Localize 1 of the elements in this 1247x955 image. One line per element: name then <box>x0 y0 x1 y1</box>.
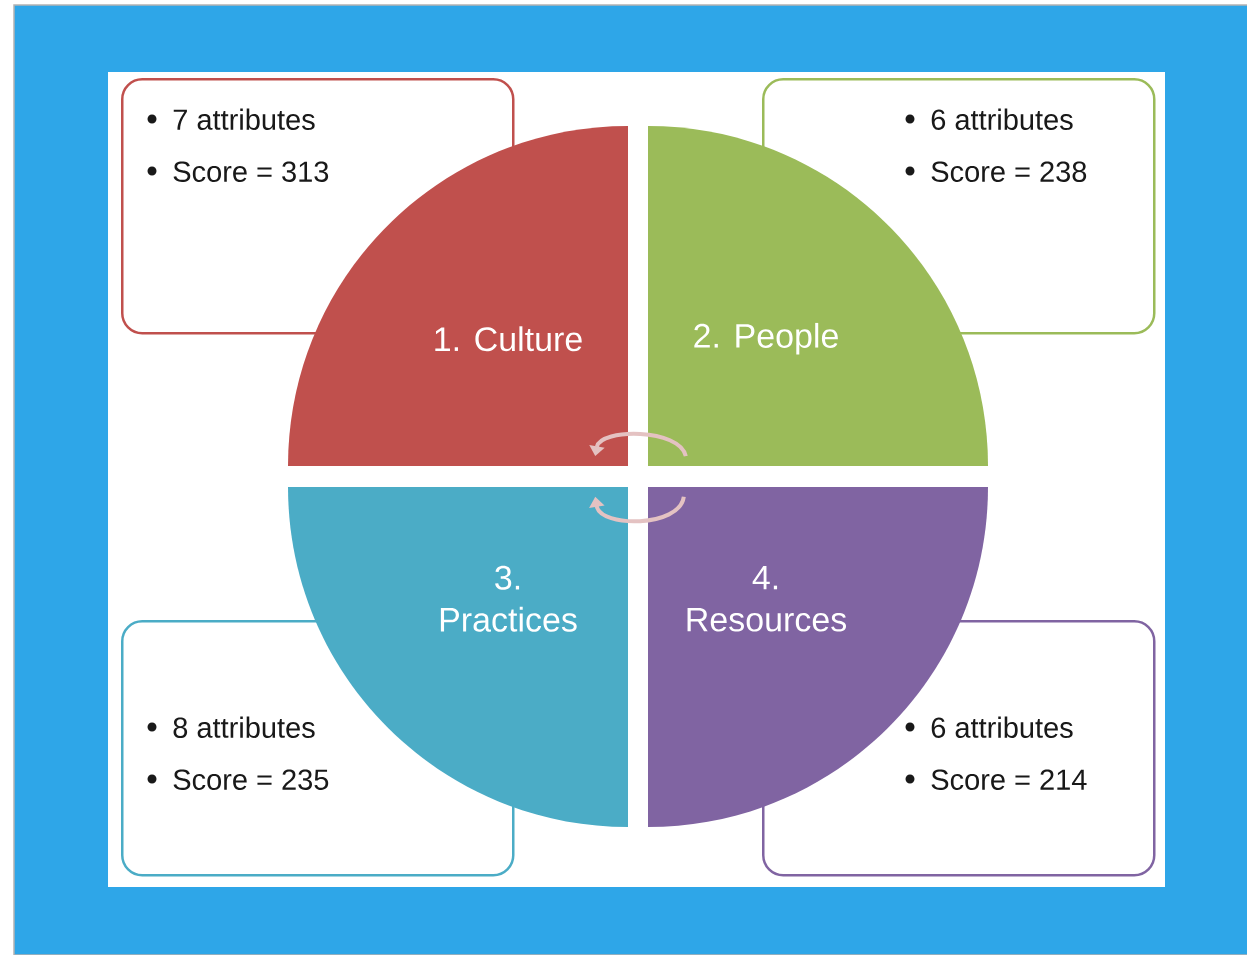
curved-arrow <box>589 496 686 524</box>
